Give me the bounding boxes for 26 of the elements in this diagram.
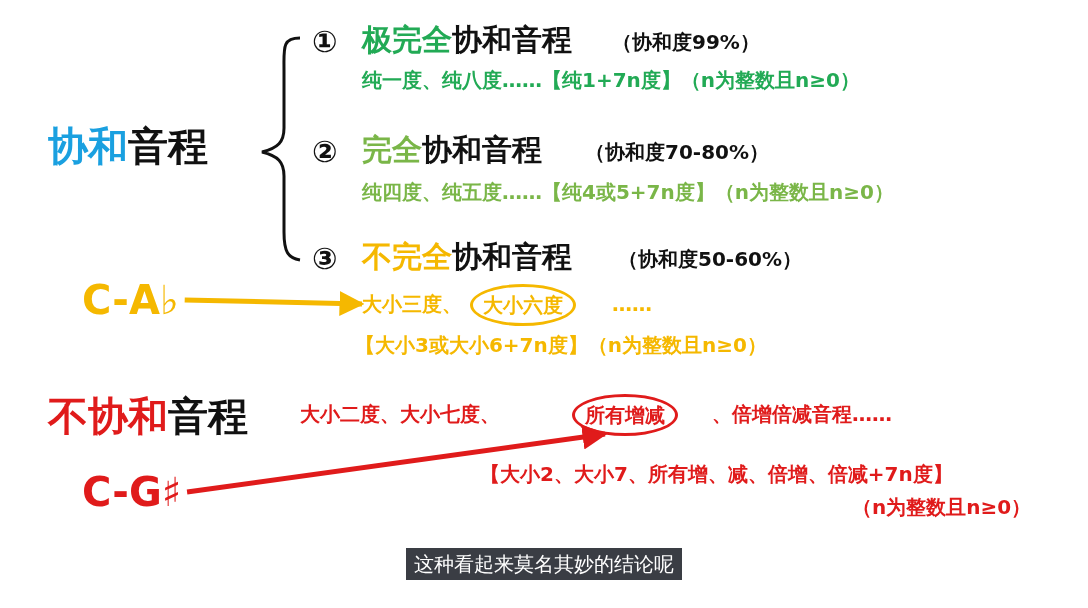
consonance-degree: （协和度70-80%） (585, 140, 769, 164)
circled-number: ③ (312, 241, 338, 277)
interval-name: C-G♯ (82, 468, 182, 516)
heading: 不协和音程 (48, 392, 248, 440)
interval-note: 纯四度、纯五度……【纯4或5+7n度】（n为整数且n≥0） (362, 180, 894, 204)
category-title: 极完全协和音程 (362, 22, 572, 58)
category-title: 不完全协和音程 (362, 239, 572, 275)
consonance-degree: （协和度99%） (612, 30, 760, 54)
interval-note: 【大小2、大小7、所有增、减、倍增、倍减+7n度】 (480, 462, 953, 486)
consonance-degree: （协和度50-60%） (618, 247, 802, 271)
interval-note: 纯一度、纯八度……【纯1+7n度】（n为整数且n≥0） (362, 68, 860, 92)
ellipsis: …… (612, 292, 652, 316)
interval-text: 大小三度、 (362, 292, 462, 316)
circled-interval: 大小六度 (470, 284, 576, 326)
circled-interval: 所有增减 (572, 394, 678, 436)
category-title: 完全协和音程 (362, 132, 542, 168)
interval-note: 【大小3或大小6+7n度】（n为整数且n≥0） (355, 333, 767, 357)
interval-name: C-A♭ (82, 276, 179, 324)
interval-note: 、倍增倍减音程…… (712, 402, 892, 426)
circled-number: ① (312, 24, 338, 60)
interval-note: 大小二度、大小七度、 (300, 402, 500, 426)
interval-note: （n为整数且n≥0） (852, 495, 1032, 519)
subtitle: 这种看起来莫名其妙的结论呢 (406, 548, 682, 580)
arrow (184, 291, 365, 316)
circled-number: ② (312, 134, 338, 170)
heading: 协和音程 (48, 122, 208, 170)
